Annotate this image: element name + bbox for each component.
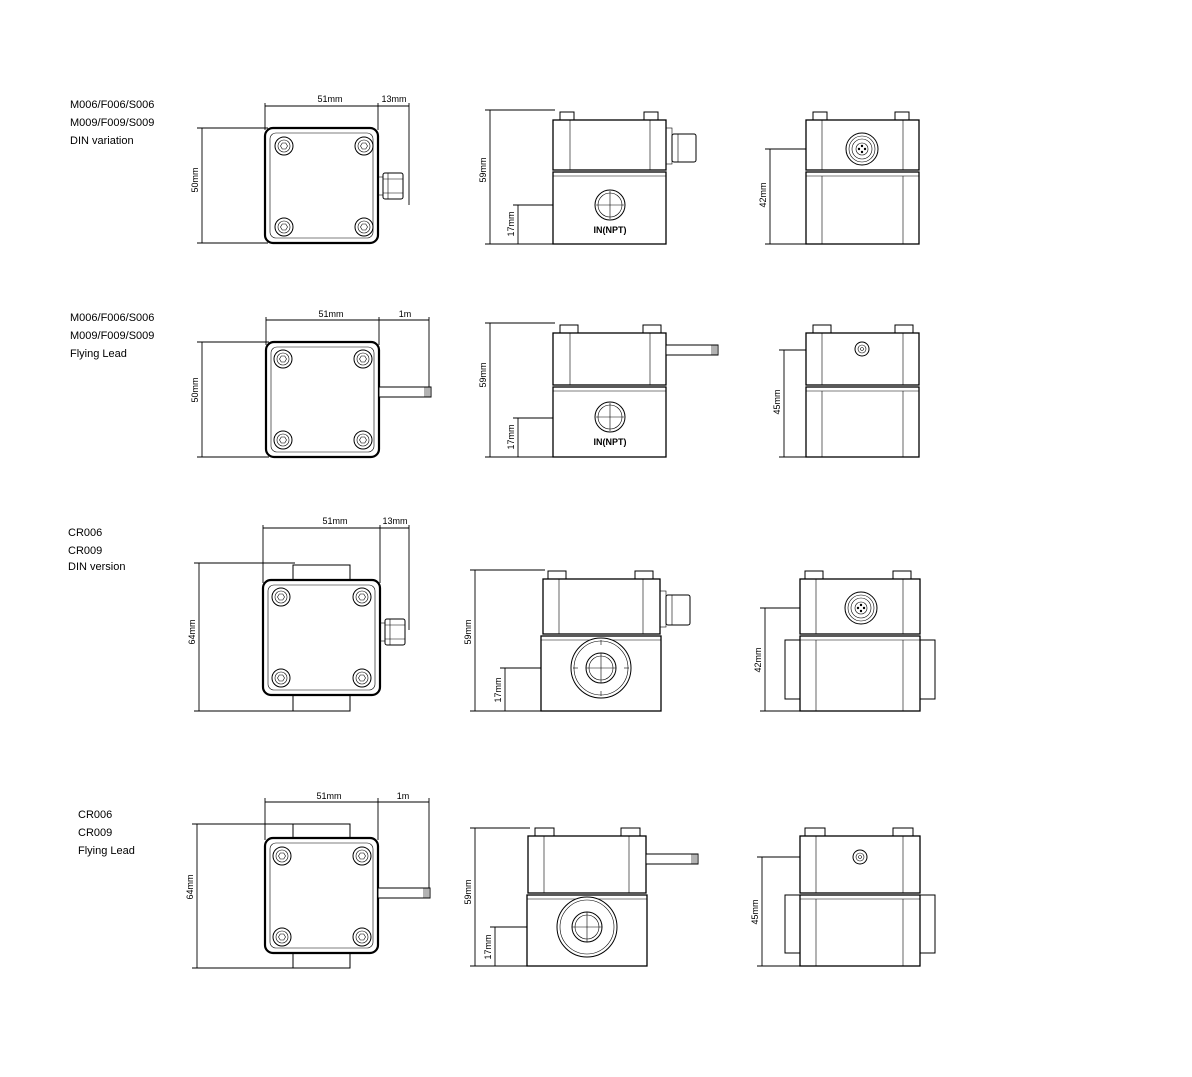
label-line-1: CR006 xyxy=(78,809,112,821)
side-dimension: 1m xyxy=(397,791,410,801)
height-dimension: 64mm xyxy=(187,619,197,644)
row-3: CR006 CR009 DIN version 51mm 13mm 64mm xyxy=(68,516,936,712)
top-view: 51mm 1m 64mm xyxy=(185,791,431,969)
top-view: 51mm 13mm 50mm xyxy=(190,94,410,245)
inlet-port-label: IN(NPT) xyxy=(594,225,627,235)
side-view: 45mm xyxy=(750,827,936,967)
label-line-2: M009/F009/S009 xyxy=(70,117,154,129)
width-dimension: 51mm xyxy=(322,516,347,526)
side-view: 45mm xyxy=(772,324,920,458)
row-label: CR006 CR009 Flying Lead xyxy=(78,809,135,857)
width-dimension: 51mm xyxy=(317,94,342,104)
top-view: 51mm 13mm 64mm xyxy=(187,516,410,712)
label-line-1: M006/F006/S006 xyxy=(70,312,154,324)
side-height-dimension: 45mm xyxy=(750,899,760,924)
front-height-dimension: 59mm xyxy=(478,157,488,182)
height-dimension: 50mm xyxy=(190,167,200,192)
side-view: 42mm xyxy=(753,570,936,712)
inlet-port-label: IN(NPT) xyxy=(594,437,627,447)
side-height-dimension: 45mm xyxy=(772,389,782,414)
label-line-3: Flying Lead xyxy=(70,348,127,360)
height-dimension: 64mm xyxy=(185,874,195,899)
side-height-dimension: 42mm xyxy=(753,647,763,672)
side-view: 42mm xyxy=(758,111,920,245)
front-view: 59mm 17mm xyxy=(463,569,691,712)
front-height-dimension: 59mm xyxy=(478,362,488,387)
width-dimension: 51mm xyxy=(316,791,341,801)
width-dimension: 51mm xyxy=(318,309,343,319)
label-line-1: CR006 xyxy=(68,527,102,539)
height-dimension: 50mm xyxy=(190,377,200,402)
label-line-3: DIN variation xyxy=(70,135,134,147)
row-2: M006/F006/S006 M009/F009/S009 Flying Lea… xyxy=(70,309,920,459)
inlet-dimension: 17mm xyxy=(506,424,516,449)
front-view: 59mm 17mm IN(NPT) xyxy=(478,322,719,458)
inlet-dimension: 17mm xyxy=(506,211,516,236)
label-line-1: M006/F006/S006 xyxy=(70,99,154,111)
row-label: M006/F006/S006 M009/F009/S009 DIN variat… xyxy=(70,99,154,147)
inlet-dimension: 17mm xyxy=(483,934,493,959)
label-line-2: CR009 xyxy=(78,827,112,839)
front-height-dimension: 59mm xyxy=(463,619,473,644)
label-line-2: CR009 xyxy=(68,545,102,557)
row-1: M006/F006/S006 M009/F009/S009 DIN variat… xyxy=(70,94,920,245)
row-4: CR006 CR009 Flying Lead 51mm 1m 64mm xyxy=(78,791,936,969)
label-line-3: Flying Lead xyxy=(78,845,135,857)
side-dimension: 1m xyxy=(399,309,412,319)
front-height-dimension: 59mm xyxy=(463,879,473,904)
label-line-2: M009/F009/S009 xyxy=(70,330,154,342)
front-view: 59mm 17mm IN(NPT) xyxy=(478,109,697,245)
row-label: CR006 CR009 DIN version xyxy=(68,527,125,573)
side-dimension: 13mm xyxy=(382,516,407,526)
top-view: 51mm 1m 50mm xyxy=(190,309,432,459)
front-view: 59mm 17mm xyxy=(463,827,699,967)
row-label: M006/F006/S006 M009/F009/S009 Flying Lea… xyxy=(70,312,154,360)
side-height-dimension: 42mm xyxy=(758,182,768,207)
label-line-3: DIN version xyxy=(68,561,125,573)
inlet-dimension: 17mm xyxy=(493,677,503,702)
side-dimension: 13mm xyxy=(381,94,406,104)
